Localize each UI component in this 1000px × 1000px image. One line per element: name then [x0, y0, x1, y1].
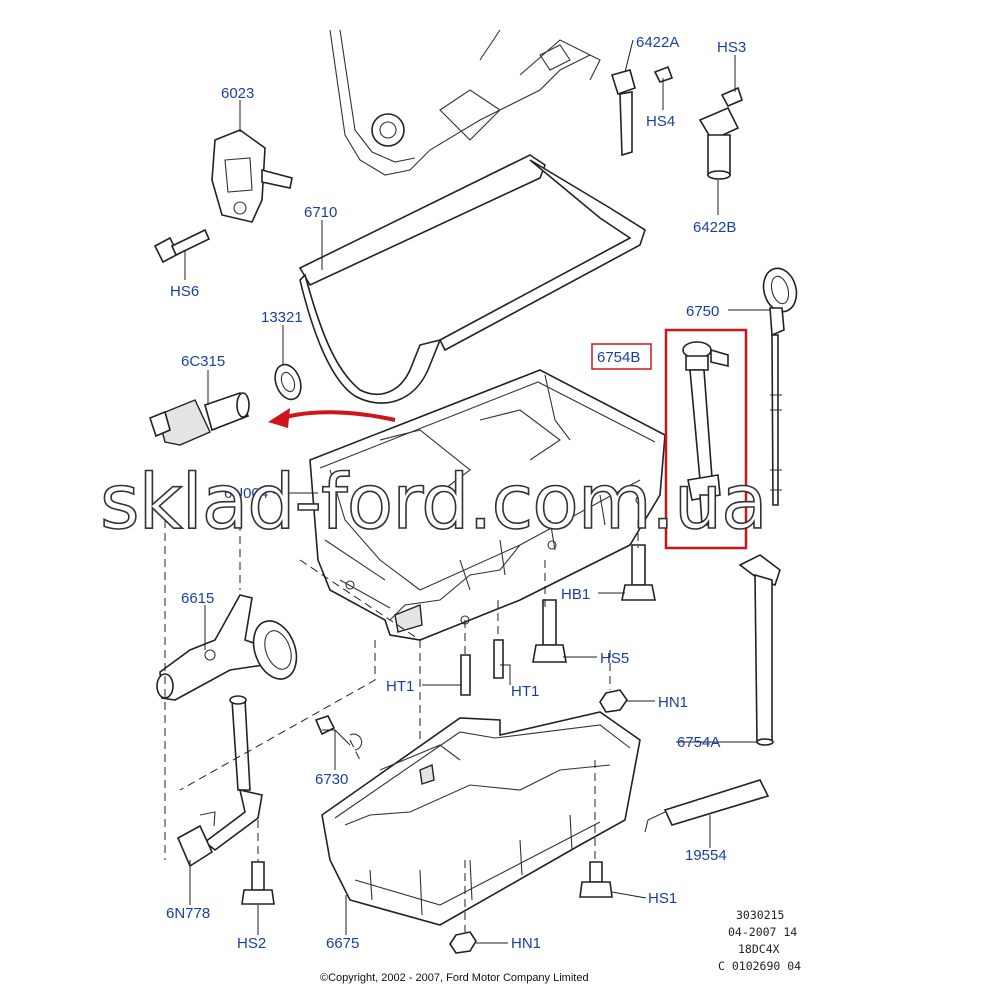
dipstick-tube-6754B	[682, 341, 729, 526]
label-6750: 6750	[686, 303, 719, 320]
label-6710: 6710	[304, 204, 337, 221]
label-6C315: 6C315	[181, 353, 225, 370]
label-6N778: 6N778	[166, 905, 210, 922]
label-6615: 6615	[181, 590, 214, 607]
label-6754B-box	[591, 343, 652, 370]
label-13321: 13321	[261, 309, 303, 326]
label-ht1-left: HT1	[386, 678, 414, 695]
part-labels: 6422A HS3 HS4 6422B 6023 6710 HS6 13321 …	[166, 34, 746, 952]
label-hs1: HS1	[648, 890, 677, 907]
stud-ht1-right	[493, 639, 504, 679]
label-6023: 6023	[221, 85, 254, 102]
label-6675: 6675	[326, 935, 359, 952]
watermark: sklad-ford.com.ua	[100, 457, 767, 546]
bolt-hs4	[653, 65, 674, 83]
label-hs2: HS2	[237, 935, 266, 952]
label-hn1-upper: HN1	[658, 694, 688, 711]
oil-pan-gasket-6710	[298, 154, 646, 404]
label-hs3: HS3	[717, 39, 746, 56]
upper-oil-pan-6U004	[309, 369, 666, 641]
label-hb1: HB1	[561, 586, 590, 603]
breather-6422B	[698, 106, 740, 180]
highlight-box-6754B	[664, 328, 748, 550]
bolt-hs1	[579, 861, 613, 898]
label-6U004: 6U004	[224, 485, 268, 502]
stud-ht1-left	[460, 654, 471, 696]
bolt-hs2	[241, 861, 275, 905]
label-hs6: HS6	[170, 283, 199, 300]
sensor-6C315	[149, 391, 250, 446]
breather-6422A	[610, 69, 636, 157]
label-hs4: HS4	[646, 113, 675, 130]
reference-codes: 3030215 04-2007 14 18DC4X C 0102690 04	[718, 908, 801, 973]
bolt-hs5	[532, 599, 567, 663]
ref-code-3: 18DC4X	[738, 942, 780, 956]
o-ring-13321	[274, 363, 302, 401]
label-hs5: HS5	[600, 650, 629, 667]
label-hn1-lower: HN1	[511, 935, 541, 952]
bolt-hs3	[720, 86, 743, 108]
label-6754B: 6754B	[597, 349, 640, 366]
bracket-6023	[211, 129, 293, 223]
copyright-notice: ©Copyright, 2002 - 2007, Ford Motor Comp…	[320, 972, 589, 984]
nut-hn1-lower	[449, 931, 477, 954]
label-6754A: 6754A	[677, 734, 720, 751]
leader-lines	[184, 39, 770, 944]
label-6422B: 6422B	[693, 219, 736, 236]
dipstick-tube-6754A	[738, 554, 781, 746]
ref-code-4: C 0102690 04	[718, 959, 801, 973]
nut-hn1-upper	[599, 689, 628, 713]
oil-pickup-6615	[156, 594, 298, 701]
assembly-dashed-lines	[164, 510, 639, 932]
label-6422A: 6422A	[636, 34, 679, 51]
ref-code-2: 04-2007 14	[728, 925, 797, 939]
label-19554: 19554	[685, 847, 727, 864]
tube-6N778	[176, 695, 263, 868]
drain-plug-6730	[314, 715, 363, 751]
ref-code-1: 3030215	[736, 908, 784, 922]
dipstick-6750	[762, 267, 798, 506]
bolt-hs6	[153, 228, 211, 264]
engine-block-outline	[329, 29, 601, 176]
label-ht1-right: HT1	[511, 683, 539, 700]
bolt-hb1	[621, 544, 656, 601]
lower-oil-pan-6675	[321, 711, 641, 926]
sealant-tube-19554	[644, 779, 770, 833]
install-direction-arrow	[268, 408, 396, 428]
label-6730: 6730	[315, 771, 348, 788]
